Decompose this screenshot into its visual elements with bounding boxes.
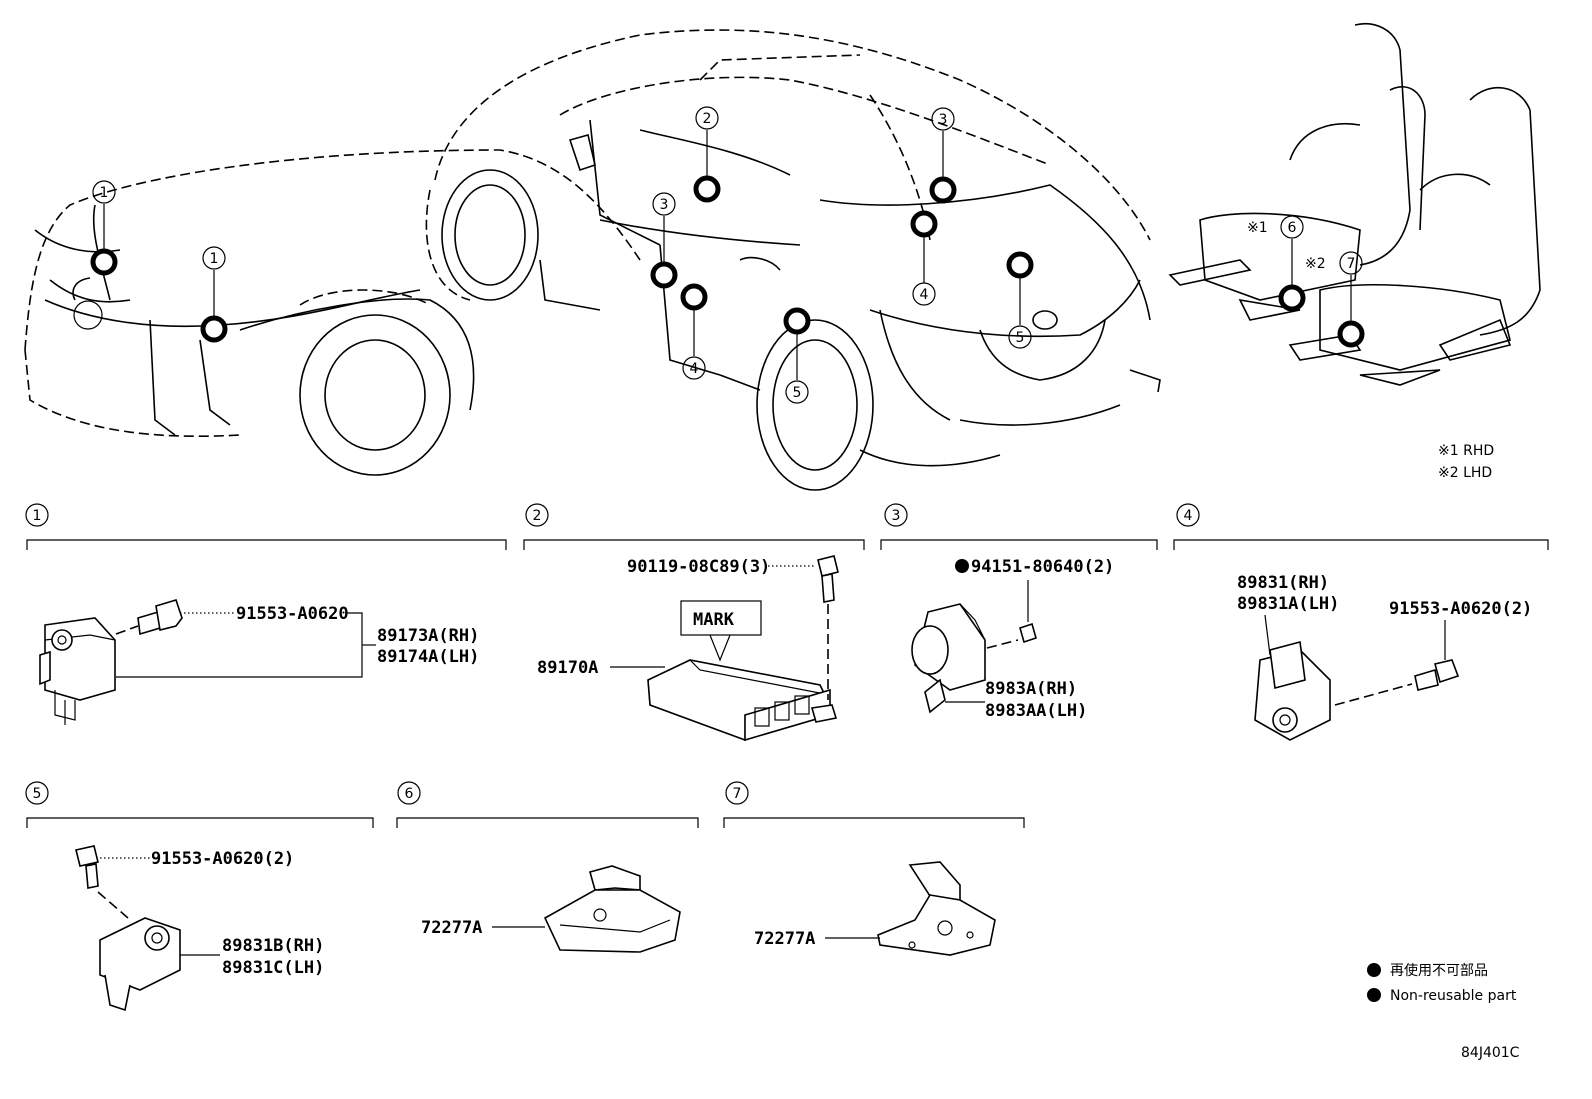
ecu-mark-label: MARK — [693, 610, 735, 630]
nut-94151-label: 94151-80640(2) — [971, 557, 1114, 577]
section-2-number: 2 — [533, 508, 542, 524]
section-5-parts: 91553-A0620(2) 89831B(RH) 89831C(LH) — [75, 845, 324, 1012]
note-lhd: ※2 LHD — [1438, 465, 1492, 481]
bracket-72277a-s7-label: 72277A — [754, 929, 815, 949]
car-front-illustration — [24, 149, 641, 476]
diagram-code: 84J401C — [1461, 1045, 1520, 1061]
section-4-number: 4 — [1184, 508, 1193, 524]
section-6-parts: 72277A — [421, 865, 681, 953]
section-7-parts: 72277A — [754, 861, 996, 956]
sensor-89831b-label: 89831B(RH) — [222, 936, 324, 956]
sensor-8983a-label: 8983A(RH) — [985, 679, 1077, 699]
legend-nonreusable-jp: 再使用不可部品 — [1390, 962, 1488, 979]
car-rear-illustration — [425, 29, 1161, 491]
svg-text:1: 1 — [210, 251, 219, 267]
seat-lhd-marker: ※2 — [1305, 256, 1326, 272]
legend-nonreusable-en: Non-reusable part — [1390, 988, 1517, 1004]
sensor-89174a-label: 89174A(LH) — [377, 647, 479, 667]
svg-text:5: 5 — [793, 385, 802, 401]
section-1-parts: 91553-A0620 89173A(RH) 89174A(LH) — [39, 599, 479, 725]
section-6-number: 6 — [405, 786, 414, 802]
section-5-number: 5 — [33, 786, 42, 802]
bolt-91553-s5-label: 91553-A0620(2) — [151, 849, 294, 869]
svg-text:4: 4 — [920, 287, 929, 303]
legend: 再使用不可部品 Non-reusable part — [1367, 962, 1517, 1004]
bolt-91553-s4-label: 91553-A0620(2) — [1389, 599, 1532, 619]
sensor-89173a-label: 89173A(RH) — [377, 626, 479, 646]
sensor-89831c-label: 89831C(LH) — [222, 958, 324, 978]
svg-text:3: 3 — [939, 112, 948, 128]
svg-text:7: 7 — [1347, 256, 1356, 272]
sensor-89831-label: 89831(RH) — [1237, 573, 1329, 593]
section-7-number: 7 — [733, 786, 742, 802]
svg-text:6: 6 — [1288, 220, 1297, 236]
section-4-parts: 89831(RH) 89831A(LH) 91553-A0620(2) — [1237, 573, 1532, 741]
svg-text:1: 1 — [100, 185, 109, 201]
section-brackets: 1 2 3 4 5 6 7 — [25, 503, 1549, 828]
sensor-89831a-label: 89831A(LH) — [1237, 594, 1339, 614]
section-1-number: 1 — [33, 508, 42, 524]
svg-text:2: 2 — [703, 111, 712, 127]
svg-text:5: 5 — [1016, 330, 1025, 346]
svg-text:3: 3 — [660, 197, 669, 213]
ecu-89170a-label: 89170A — [537, 658, 598, 678]
section-3-parts: 94151-80640(2) 8983A(RH) 8983AA(LH) — [911, 557, 1114, 721]
section-2-parts: MARK 90119-08C89(3) 89170A — [537, 555, 839, 742]
bolt-91553-label: 91553-A0620 — [236, 604, 349, 624]
sensor-8983aa-label: 8983AA(LH) — [985, 701, 1087, 721]
note-rhd: ※1 RHD — [1438, 443, 1494, 459]
location-callouts: 1 1 2 3 4 3 4 5 5 6 ※1 7 ※2 — [92, 106, 1363, 404]
section-3-number: 3 — [892, 508, 901, 524]
bolt-90119-label: 90119-08C89(3) — [627, 557, 770, 577]
bracket-72277a-s6-label: 72277A — [421, 918, 482, 938]
seat-illustration — [1168, 23, 1541, 386]
location-markers — [90, 175, 1365, 348]
svg-text:4: 4 — [690, 361, 699, 377]
seat-rhd-marker: ※1 — [1247, 220, 1268, 236]
